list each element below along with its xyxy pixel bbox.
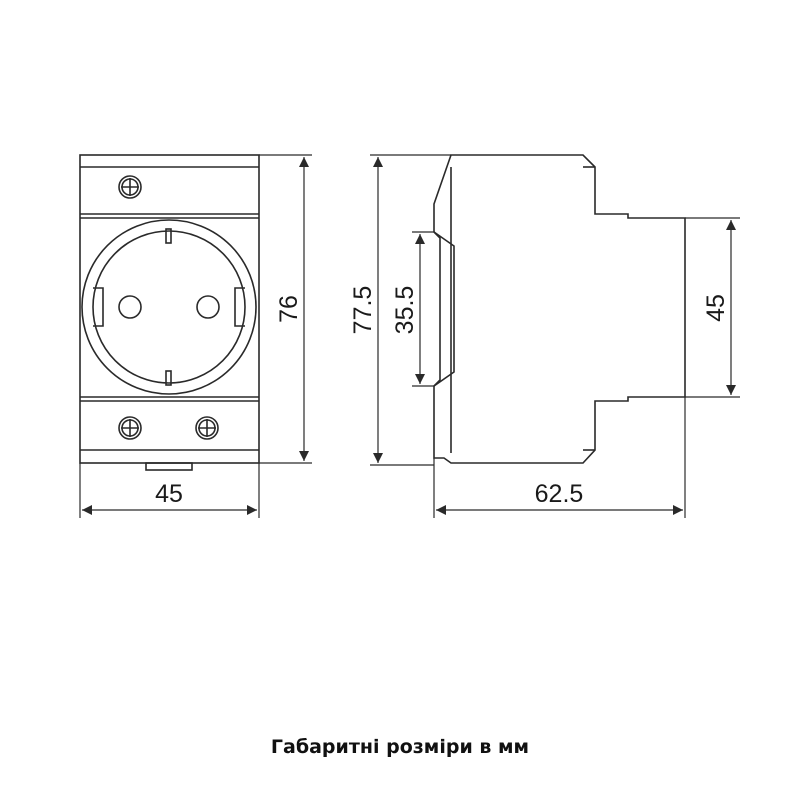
label-front-width: 45 bbox=[155, 480, 183, 508]
side-dimensions bbox=[370, 154, 740, 518]
label-front-height: 76 bbox=[275, 295, 303, 323]
pin-hole-right bbox=[196, 295, 220, 319]
socket-side-notch-right bbox=[234, 287, 245, 327]
earth-contact-bottom bbox=[165, 370, 172, 386]
label-side-total-height: 77.5 bbox=[349, 286, 377, 335]
socket-inner-rim bbox=[92, 230, 246, 384]
screw-icon bbox=[118, 175, 142, 199]
label-side-rail-height: 35.5 bbox=[391, 286, 419, 335]
screw-icon bbox=[195, 416, 219, 440]
caption: Габаритні розміри в мм bbox=[270, 736, 530, 758]
front-outline bbox=[79, 154, 260, 464]
screw-icon bbox=[118, 416, 142, 440]
socket-side-notch-left bbox=[93, 287, 104, 327]
front-dimensions bbox=[79, 154, 312, 518]
front-view bbox=[79, 154, 260, 471]
label-side-depth: 62.5 bbox=[535, 480, 584, 508]
din-clip bbox=[145, 462, 193, 471]
pin-hole-left bbox=[118, 295, 142, 319]
socket-outer-rim bbox=[81, 219, 257, 395]
earth-contact-top bbox=[165, 228, 172, 244]
label-side-front-height: 45 bbox=[702, 294, 730, 322]
side-view bbox=[433, 154, 686, 464]
rail-groove bbox=[433, 231, 441, 387]
side-outline bbox=[433, 154, 686, 464]
socket bbox=[81, 219, 257, 395]
